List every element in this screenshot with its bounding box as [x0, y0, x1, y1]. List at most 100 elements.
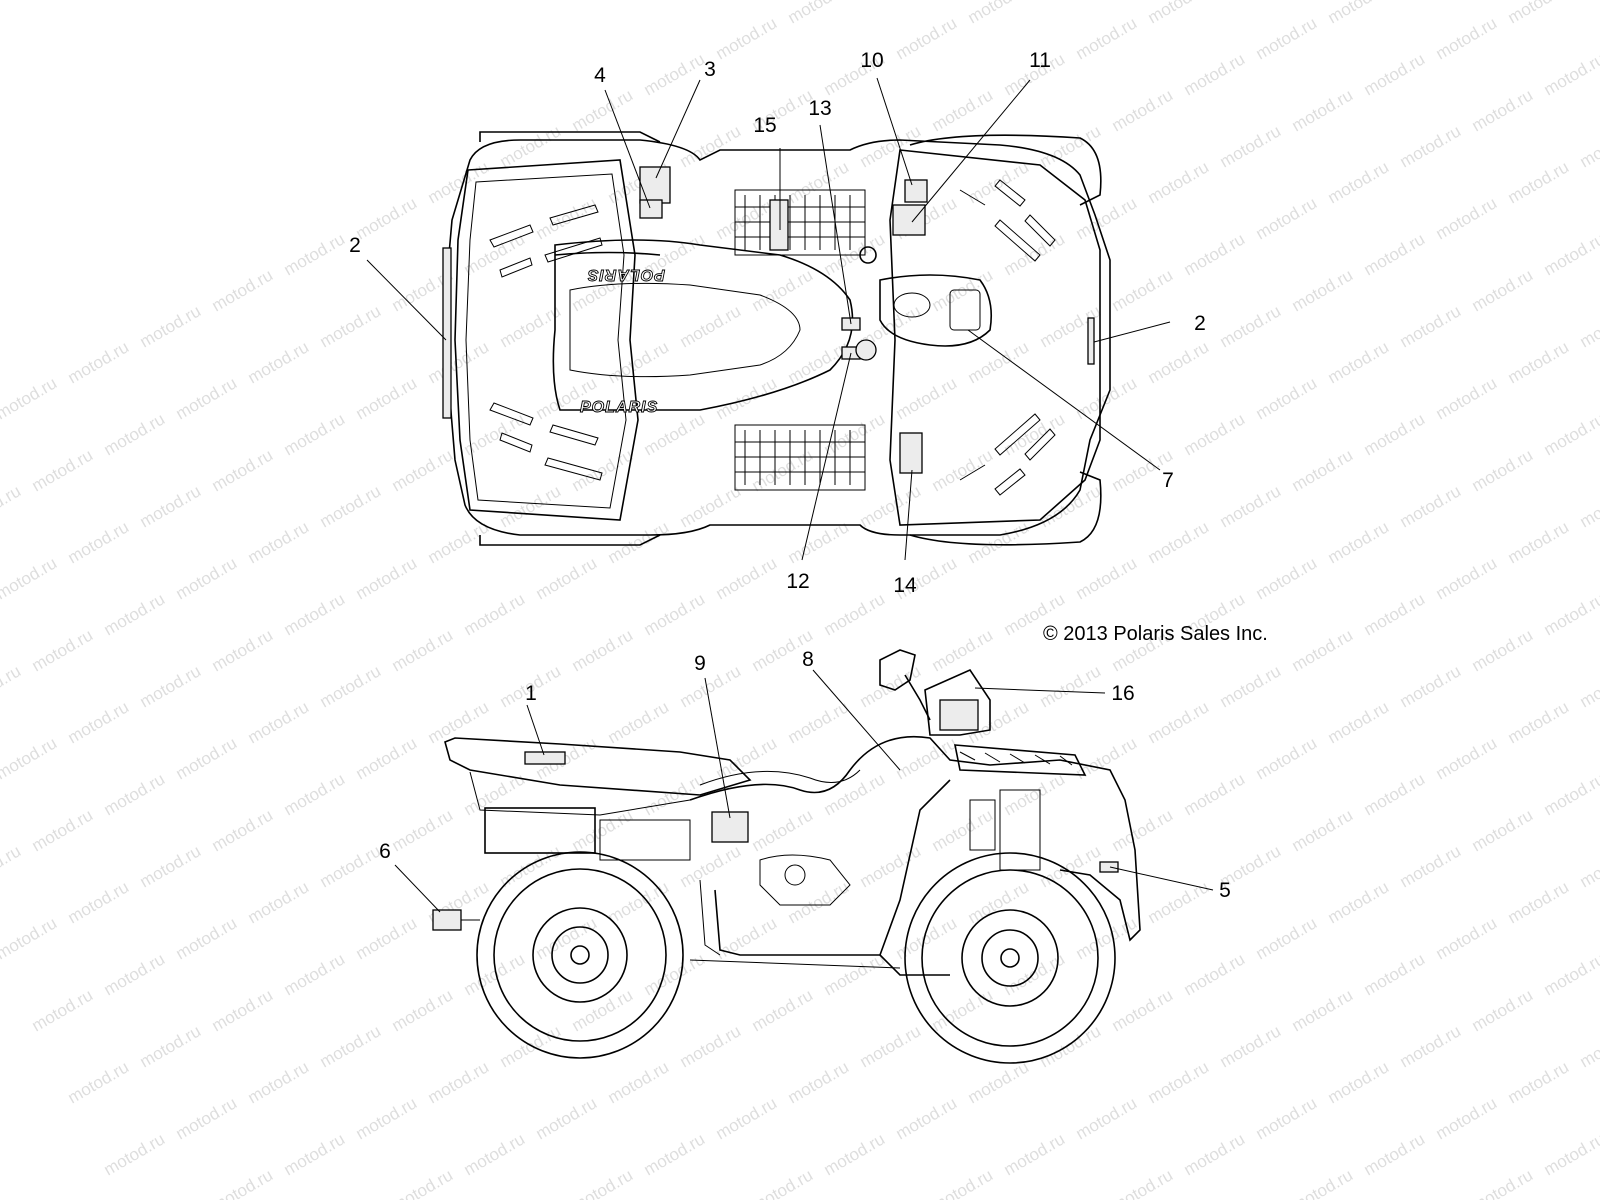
watermark-text: motod.ru	[1325, 517, 1393, 567]
watermark-text: motod.ru	[1433, 373, 1501, 423]
watermark-text: motod.ru	[0, 373, 60, 423]
watermark-text: motod.ru	[1325, 0, 1393, 27]
callout-4: 4	[594, 64, 606, 87]
watermark-text: motod.ru	[1577, 481, 1600, 531]
watermark-text: motod.ru	[137, 661, 205, 711]
watermark-text: motod.ru	[1145, 697, 1213, 747]
watermark-text: motod.ru	[605, 517, 673, 567]
watermark-text: motod.ru	[569, 805, 637, 855]
watermark-text: motod.ru	[1325, 697, 1393, 747]
watermark-text: motod.ru	[1289, 445, 1357, 495]
atv-side-view	[432, 649, 1141, 1064]
watermark-text: motod.ru	[281, 769, 349, 819]
watermark-text: motod.ru	[137, 481, 205, 531]
watermark-text: motod.ru	[497, 1021, 565, 1071]
watermark-text: motod.ru	[533, 913, 601, 963]
watermark-text: motod.ru	[1397, 481, 1465, 531]
watermark-text: motod.ru	[785, 1057, 853, 1107]
watermark-text: motod.ru	[1433, 13, 1501, 63]
watermark-text: motod.ru	[1505, 337, 1573, 387]
watermark-text: motod.ru	[1037, 841, 1105, 891]
watermark-text: motod.ru	[605, 337, 673, 387]
watermark-text: motod.ru	[1541, 409, 1600, 459]
watermark-text: motod.ru	[1181, 49, 1249, 99]
watermark-text: motod.ru	[1217, 301, 1285, 351]
watermark-text: motod.ru	[245, 1057, 313, 1107]
watermark-text: motod.ru	[1577, 1021, 1600, 1071]
watermark-text: motod.ru	[245, 877, 313, 927]
watermark-text: motod.ru	[1469, 265, 1537, 315]
callout-7: 7	[1162, 469, 1174, 492]
watermark-text: motod.ru	[1505, 157, 1573, 207]
watermark-text: motod.ru	[1001, 229, 1069, 279]
watermark-text: motod.ru	[641, 949, 709, 999]
watermark-text: motod.ru	[1325, 157, 1393, 207]
decal-10	[904, 179, 928, 203]
decal-3	[639, 166, 671, 204]
watermark-text: motod.ru	[1397, 301, 1465, 351]
watermark-text: motod.ru	[1181, 949, 1249, 999]
watermark-text: motod.ru	[857, 661, 925, 711]
watermark-text: motod.ru	[1145, 517, 1213, 567]
watermark-text: motod.ru	[1505, 517, 1573, 567]
watermark-text: motod.ru	[1289, 1165, 1357, 1200]
watermark-text: motod.ru	[29, 985, 97, 1035]
watermark-text: motod.ru	[29, 625, 97, 675]
watermark-text: motod.ru	[101, 769, 169, 819]
watermark-text: motod.ru	[713, 553, 781, 603]
watermark-text: motod.ru	[677, 841, 745, 891]
callout-16: 16	[1111, 682, 1134, 705]
watermark-text: motod.ru	[209, 445, 277, 495]
callout-3: 3	[704, 58, 716, 81]
watermark-text: motod.ru	[821, 409, 889, 459]
watermark-text: motod.ru	[1109, 85, 1177, 135]
watermark-text: motod.ru	[389, 445, 457, 495]
watermark-text: motod.ru	[929, 625, 997, 675]
watermark-text: motod.ru	[1001, 409, 1069, 459]
watermark-text: motod.ru	[1037, 661, 1105, 711]
atv-top-view: POLARIS POLARIS	[442, 131, 1111, 546]
watermark-text: motod.ru	[1541, 769, 1600, 819]
watermark-text: motod.ru	[137, 301, 205, 351]
watermark-text: motod.ru	[641, 589, 709, 639]
decal-2-front	[1087, 317, 1095, 365]
watermark-text: motod.ru	[821, 1129, 889, 1179]
watermark-text: motod.ru	[605, 1057, 673, 1107]
watermark-text: motod.ru	[1145, 337, 1213, 387]
watermark-text: motod.ru	[749, 265, 817, 315]
watermark-text: motod.ru	[209, 265, 277, 315]
decal-15	[769, 199, 789, 251]
watermark-text: motod.ru	[1361, 949, 1429, 999]
watermark-text: motod.ru	[65, 337, 133, 387]
watermark-text: motod.ru	[821, 949, 889, 999]
watermark-text: motod.ru	[1397, 661, 1465, 711]
watermark-text: motod.ru	[1181, 409, 1249, 459]
watermark-text: motod.ru	[749, 985, 817, 1035]
watermark-text: motod.ru	[605, 877, 673, 927]
watermark-text: motod.ru	[1253, 193, 1321, 243]
watermark-text: motod.ru	[1361, 1129, 1429, 1179]
watermark-text: motod.ru	[713, 13, 781, 63]
watermark-text: motod.ru	[965, 1057, 1033, 1107]
watermark-text: motod.ru	[1217, 1021, 1285, 1071]
watermark-text: motod.ru	[1505, 0, 1573, 27]
watermark-text: motod.ru	[1361, 769, 1429, 819]
watermark-text: motod.ru	[1145, 157, 1213, 207]
watermark-text: motod.ru	[389, 1165, 457, 1200]
callout-2-left: 2	[349, 234, 361, 257]
watermark-text: motod.ru	[1289, 805, 1357, 855]
watermark-text: motod.ru	[0, 553, 60, 603]
watermark-text: motod.ru	[317, 1021, 385, 1071]
watermark-text: motod.ru	[677, 661, 745, 711]
callout-1: 1	[525, 682, 537, 705]
decal-11	[892, 204, 926, 236]
watermark-text: motod.ru	[65, 1057, 133, 1107]
watermark-text: motod.ru	[1181, 1129, 1249, 1179]
leader-lines	[366, 77, 1214, 921]
watermark-text: motod.ru	[1577, 841, 1600, 891]
watermark-text: motod.ru	[641, 49, 709, 99]
callout-6: 6	[379, 840, 391, 863]
watermark-text: motod.ru	[1469, 805, 1537, 855]
watermark-text: motod.ru	[1253, 373, 1321, 423]
